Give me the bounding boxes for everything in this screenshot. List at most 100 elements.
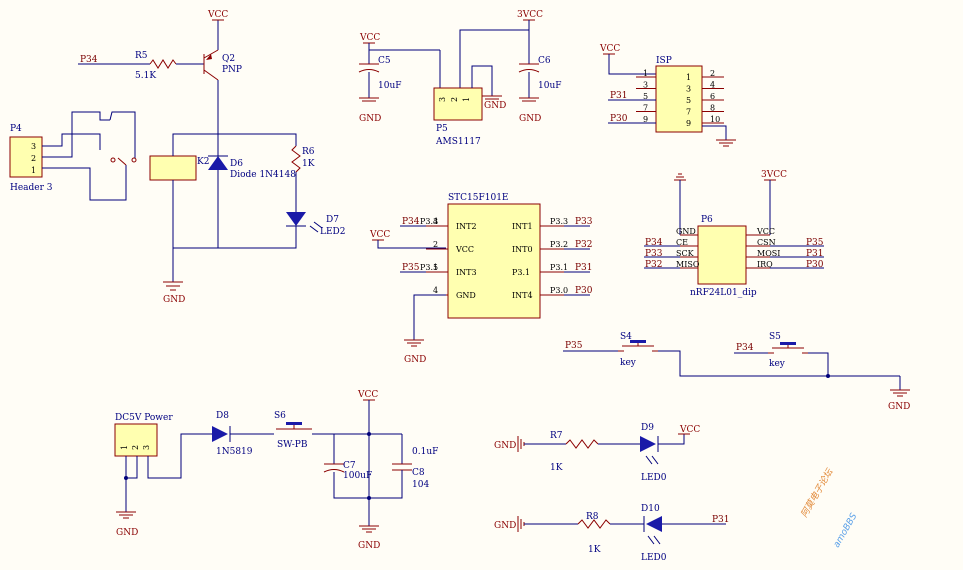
r8-resistor bbox=[577, 519, 611, 529]
p5-pin: 3 bbox=[438, 97, 447, 102]
mcu-pin-name: INT0 bbox=[512, 245, 533, 254]
c5-ref: C5 bbox=[378, 56, 391, 66]
mcu-pin-number: 1 bbox=[433, 263, 438, 272]
s5-switch bbox=[768, 342, 808, 354]
q2-vcc-label: VCC bbox=[207, 10, 228, 20]
s5-ref: S5 bbox=[769, 332, 781, 342]
dc-pin: 3 bbox=[142, 445, 151, 450]
c6-gnd-label: GND bbox=[519, 114, 541, 124]
rf-pin-name: CE bbox=[676, 238, 688, 247]
dc5v-jack bbox=[114, 423, 158, 457]
dc-ref: DC5V Power bbox=[115, 413, 173, 423]
mcu-port-label: P3.0 bbox=[550, 286, 568, 295]
s6-ref: S6 bbox=[274, 411, 286, 421]
mcu-vcc-label: VCC bbox=[369, 230, 390, 240]
k2-ref: K2 bbox=[197, 157, 209, 167]
isp-header bbox=[655, 65, 703, 133]
rf-net-label: P33 bbox=[645, 249, 663, 259]
isp-right-pin: 10 bbox=[710, 115, 720, 124]
mcu-net-label: P33 bbox=[575, 217, 593, 227]
d10-led bbox=[643, 516, 662, 545]
relay-gnd-label: GND bbox=[163, 295, 185, 305]
p5-pin: 2 bbox=[450, 97, 459, 102]
r7-resistor bbox=[565, 439, 599, 449]
rf-pin-name: IRQ bbox=[757, 260, 773, 269]
isp-inner-pin: 1 bbox=[686, 73, 691, 82]
r5-net-label: P34 bbox=[80, 55, 98, 65]
s4-switch bbox=[618, 340, 658, 352]
d8-value: 1N5819 bbox=[216, 447, 253, 457]
p4-header bbox=[9, 136, 43, 178]
mcu-pin-name: INT2 bbox=[456, 222, 477, 231]
d6-value: Diode 1N4148 bbox=[230, 170, 296, 180]
c6-capacitor bbox=[518, 63, 540, 73]
isp-vcc-label: VCC bbox=[599, 44, 620, 54]
watermark-latin: amoBBS bbox=[832, 512, 860, 550]
isp-net-label: P30 bbox=[610, 114, 628, 124]
p5-gnd-label: GND bbox=[484, 101, 506, 111]
isp-right-pin: 6 bbox=[710, 92, 715, 101]
d7-led bbox=[286, 212, 323, 233]
d10-net-label: P31 bbox=[712, 515, 730, 525]
mcu-port-label: P3.1 bbox=[550, 263, 568, 272]
mcu-pin-name: VCC bbox=[455, 245, 474, 254]
rf-pin-name: MISO bbox=[676, 260, 700, 269]
s4-ref: S4 bbox=[620, 332, 632, 342]
mcu-pin-name: INT3 bbox=[456, 268, 477, 277]
watermark-cjk: 阿莫电子论坛 bbox=[799, 466, 836, 519]
isp-left-pin: 1 bbox=[643, 69, 648, 78]
r6-ref: R6 bbox=[302, 147, 315, 157]
c5-vcc-label: VCC bbox=[359, 33, 380, 43]
rf-value: nRF24L01_dip bbox=[690, 288, 757, 298]
rf-pin-name: GND bbox=[676, 227, 696, 236]
p4-value: Header 3 bbox=[10, 183, 53, 193]
p4-pin: 2 bbox=[31, 154, 36, 163]
c7-capacitor bbox=[323, 463, 345, 473]
d7-ref: D7 bbox=[326, 215, 339, 225]
regulator-block: VCC C5 10uF GND 3VCC C6 10uF GND 3 2 1 bbox=[358, 10, 562, 147]
mcu-net-label: P34 bbox=[402, 217, 420, 227]
d9-led bbox=[640, 436, 659, 465]
c8-extra: 0.1uF bbox=[412, 447, 438, 457]
r6-resistor bbox=[291, 145, 301, 173]
s6-value: SW-PB bbox=[277, 440, 308, 450]
isp-left-pin: 9 bbox=[643, 115, 648, 124]
c8-ref: C8 bbox=[412, 468, 425, 478]
supply-block: DC5V Power 1 2 3 GND D8 1N5819 S6 SW-PB … bbox=[114, 390, 438, 551]
mcu-port-label: P3.2 bbox=[550, 240, 568, 249]
mcu-pin-number: 4 bbox=[433, 286, 438, 295]
s5-net-label: P34 bbox=[736, 343, 754, 353]
d9-value: LED0 bbox=[641, 473, 667, 483]
rf-net-label: P31 bbox=[806, 249, 824, 259]
s4-value: key bbox=[620, 358, 637, 368]
d7-value: LED2 bbox=[320, 227, 346, 237]
r5-value: 5.1K bbox=[135, 71, 156, 81]
mcu-port-label: P3.5 bbox=[420, 263, 438, 272]
mcu-port-label: P3.4 bbox=[420, 217, 438, 226]
mcu-ref: STC15F101E bbox=[448, 193, 509, 203]
c8-capacitor bbox=[392, 463, 412, 471]
p4-pin: 1 bbox=[31, 166, 36, 175]
isp-right-pin: 4 bbox=[710, 81, 715, 90]
c6-value: 10uF bbox=[538, 81, 562, 91]
p5-pin: 1 bbox=[462, 97, 471, 102]
rf-pin-name: VCC bbox=[756, 227, 775, 236]
nrf24l01-module bbox=[697, 225, 747, 285]
d8-ref: D8 bbox=[216, 411, 229, 421]
isp-net-label: P31 bbox=[610, 91, 628, 101]
mcu-pin-number: 3 bbox=[433, 217, 438, 226]
mcu-net-label: P35 bbox=[402, 263, 420, 273]
isp-inner-pin: 3 bbox=[686, 85, 691, 94]
c6-3vcc-label: 3VCC bbox=[517, 10, 543, 20]
supply-gnd-label: GND bbox=[358, 541, 380, 551]
p4-ref: P4 bbox=[10, 124, 22, 134]
isp-inner-pin: 9 bbox=[686, 119, 691, 128]
c7-value: 100uF bbox=[343, 471, 372, 481]
q2-ref: Q2 bbox=[222, 54, 235, 64]
mcu-pin-name: INT4 bbox=[512, 291, 533, 300]
d8-diode bbox=[212, 426, 231, 442]
mcu-net-label: P30 bbox=[575, 286, 593, 296]
